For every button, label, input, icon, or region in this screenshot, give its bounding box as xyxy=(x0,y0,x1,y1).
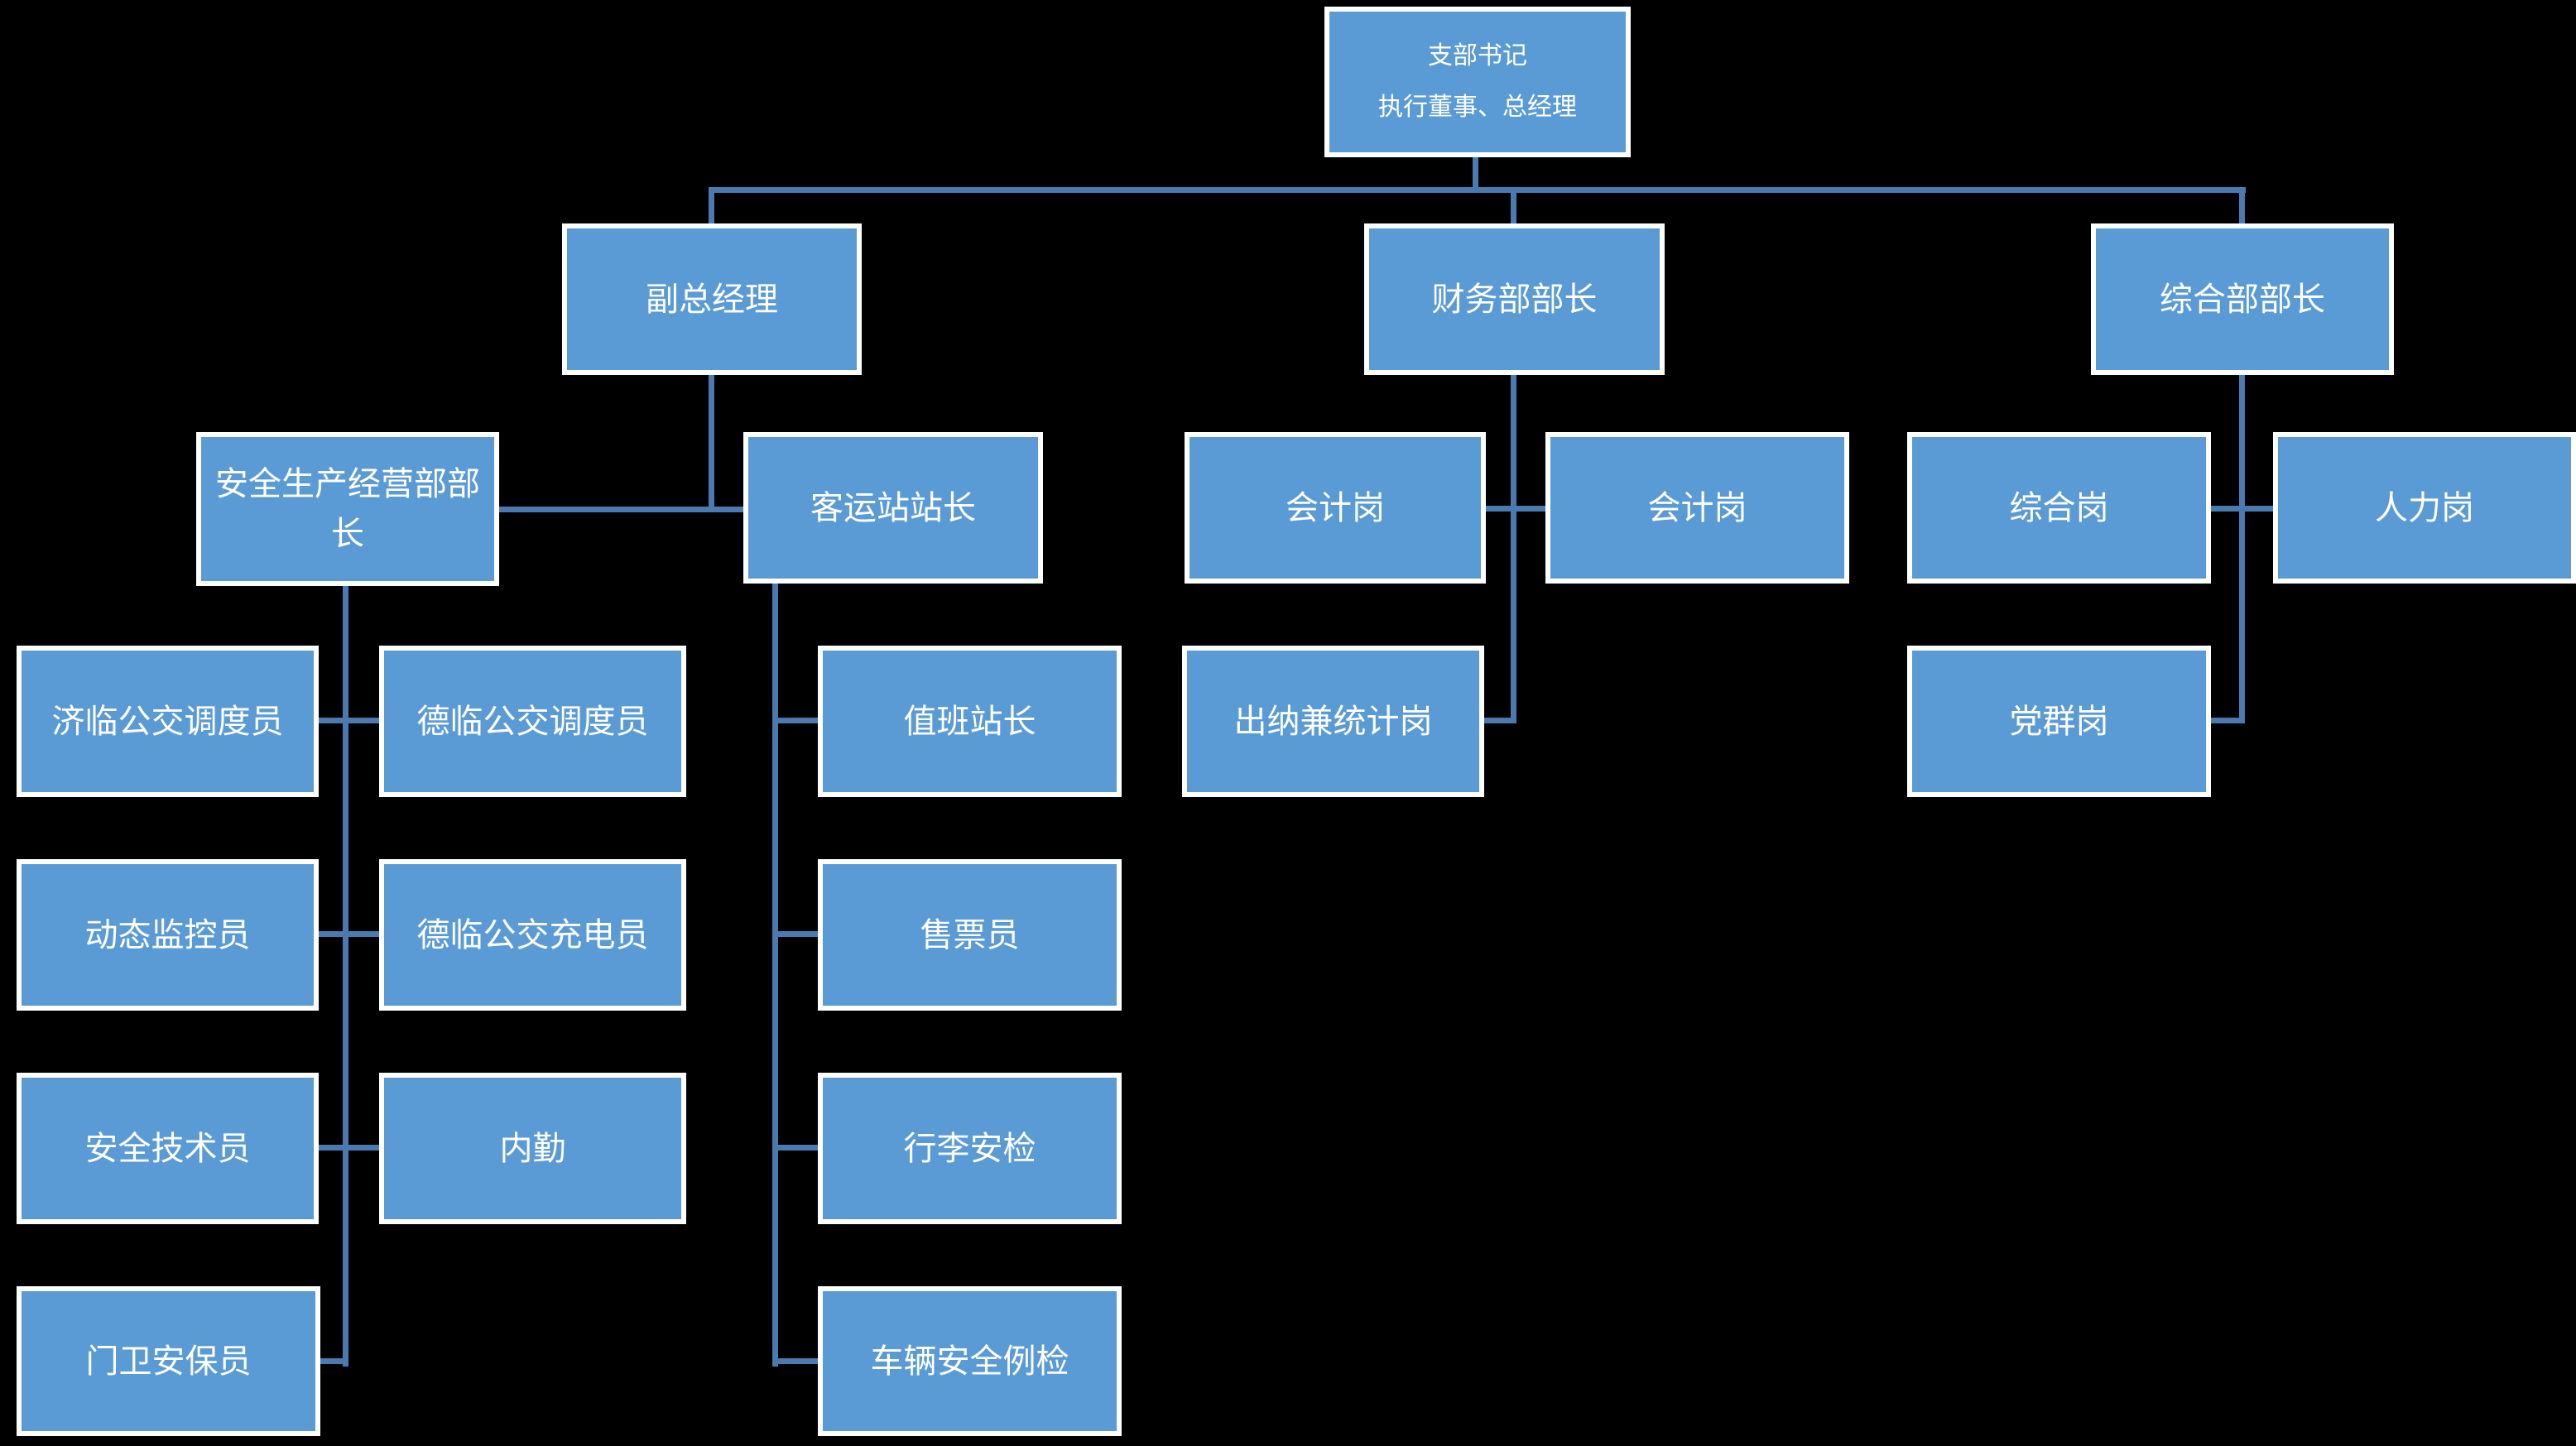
connector-finance-trunk xyxy=(1511,372,1516,723)
org-node-gate-security-guard: 门卫安保员 xyxy=(17,1286,320,1436)
connector-root-drop xyxy=(1473,156,1478,193)
org-node-safety-ops-head-label: 安全生产经营部部长 xyxy=(215,466,480,552)
org-node-finance-head: 财务部部长 xyxy=(1364,223,1665,375)
org-node-accounting-2: 会计岗 xyxy=(1545,432,1849,584)
org-node-delin-bus-charger-label: 德临公交充电员 xyxy=(416,916,649,954)
org-node-general-post: 综合岗 xyxy=(1907,432,2211,584)
org-node-duty-station-master-label: 值班站长 xyxy=(903,703,1036,740)
org-node-cashier-statistics: 出纳兼统计岗 xyxy=(1182,646,1484,797)
org-node-ticket-seller: 售票员 xyxy=(818,859,1122,1011)
connector-safety-stub-row1 xyxy=(316,718,382,723)
connector-finance-stub-accounting xyxy=(1483,506,1549,512)
org-node-vehicle-daily-safety-check-label: 车辆安全例检 xyxy=(870,1343,1069,1380)
org-node-delin-bus-dispatcher-label: 德临公交调度员 xyxy=(416,703,649,740)
connector-vice-gm-riser xyxy=(709,187,714,227)
org-node-vice-gm: 副总经理 xyxy=(562,223,862,375)
connector-station-elbow-vehicle-check xyxy=(772,1358,821,1364)
org-node-internal-clerk-label: 内勤 xyxy=(499,1130,566,1167)
org-node-delin-bus-charger: 德临公交充电员 xyxy=(379,859,686,1011)
org-node-party-mass-post-label: 党群岗 xyxy=(2009,703,2109,740)
connector-safety-stub-row2 xyxy=(316,931,382,937)
connector-station-trunk xyxy=(772,581,778,1367)
org-node-branch-secretary: 支部书记 执行董事、总经理 xyxy=(1324,7,1631,157)
org-node-safety-technician-label: 安全技术员 xyxy=(84,1130,251,1167)
connector-level2-rail xyxy=(709,187,2246,193)
org-node-hr-post: 人力岗 xyxy=(2273,432,2576,584)
org-node-branch-secretary-line1: 支部书记 xyxy=(1428,42,1527,70)
org-node-gate-security-guard-label: 门卫安保员 xyxy=(85,1343,252,1380)
org-node-party-mass-post: 党群岗 xyxy=(1907,646,2211,797)
org-node-dynamic-monitor: 动态监控员 xyxy=(17,859,319,1011)
org-node-accounting-1: 会计岗 xyxy=(1185,432,1486,584)
connector-safety-elbow-gate-guard xyxy=(317,1358,348,1364)
connector-finance-elbow-cashier xyxy=(1481,718,1516,723)
org-node-vehicle-daily-safety-check: 车辆安全例检 xyxy=(818,1286,1122,1436)
org-node-finance-head-label: 财务部部长 xyxy=(1431,281,1598,318)
org-node-luggage-security-check: 行李安检 xyxy=(818,1073,1122,1224)
connector-vice-gm-drop xyxy=(709,372,714,512)
org-node-vice-gm-label: 副总经理 xyxy=(646,281,778,318)
org-node-general-post-label: 综合岗 xyxy=(2009,489,2109,526)
connector-safety-trunk xyxy=(343,584,348,1367)
org-node-safety-ops-head: 安全生产经营部部长 xyxy=(196,432,499,586)
connector-general-trunk xyxy=(2239,372,2245,723)
org-node-hr-post-label: 人力岗 xyxy=(2375,489,2474,526)
connector-station-stub-row3 xyxy=(772,1145,821,1151)
org-node-cashier-statistics-label: 出纳兼统计岗 xyxy=(1233,703,1433,740)
org-node-dynamic-monitor-label: 动态监控员 xyxy=(84,916,251,954)
connector-general-stub-posts xyxy=(2208,506,2276,512)
org-node-general-head-label: 综合部部长 xyxy=(2160,281,2325,318)
org-node-luggage-security-check-label: 行李安检 xyxy=(903,1130,1036,1167)
org-node-internal-clerk: 内勤 xyxy=(379,1073,686,1224)
org-node-station-master: 客运站站长 xyxy=(743,432,1043,584)
org-node-ticket-seller-label: 售票员 xyxy=(920,916,1020,954)
org-node-duty-station-master: 值班站长 xyxy=(818,646,1122,797)
org-node-safety-technician: 安全技术员 xyxy=(17,1073,319,1224)
org-node-delin-bus-dispatcher: 德临公交调度员 xyxy=(379,646,686,797)
org-node-general-head: 综合部部长 xyxy=(2091,223,2394,375)
connector-finance-riser xyxy=(1511,187,1516,227)
org-node-accounting-1-label: 会计岗 xyxy=(1286,489,1385,526)
connector-general-riser xyxy=(2239,187,2245,227)
connector-safety-stub-row3 xyxy=(316,1145,382,1151)
org-node-station-master-label: 客运站站长 xyxy=(810,489,976,526)
connector-safety-to-station xyxy=(497,507,747,512)
org-node-jilin-bus-dispatcher: 济临公交调度员 xyxy=(17,646,319,797)
connector-general-elbow-party xyxy=(2208,718,2245,723)
connector-station-stub-row2 xyxy=(772,931,821,937)
org-node-branch-secretary-line2: 执行董事、总经理 xyxy=(1378,94,1577,121)
org-node-accounting-2-label: 会计岗 xyxy=(1647,489,1747,526)
connector-station-stub-row1 xyxy=(772,718,821,723)
org-node-jilin-bus-dispatcher-label: 济临公交调度员 xyxy=(51,703,284,740)
